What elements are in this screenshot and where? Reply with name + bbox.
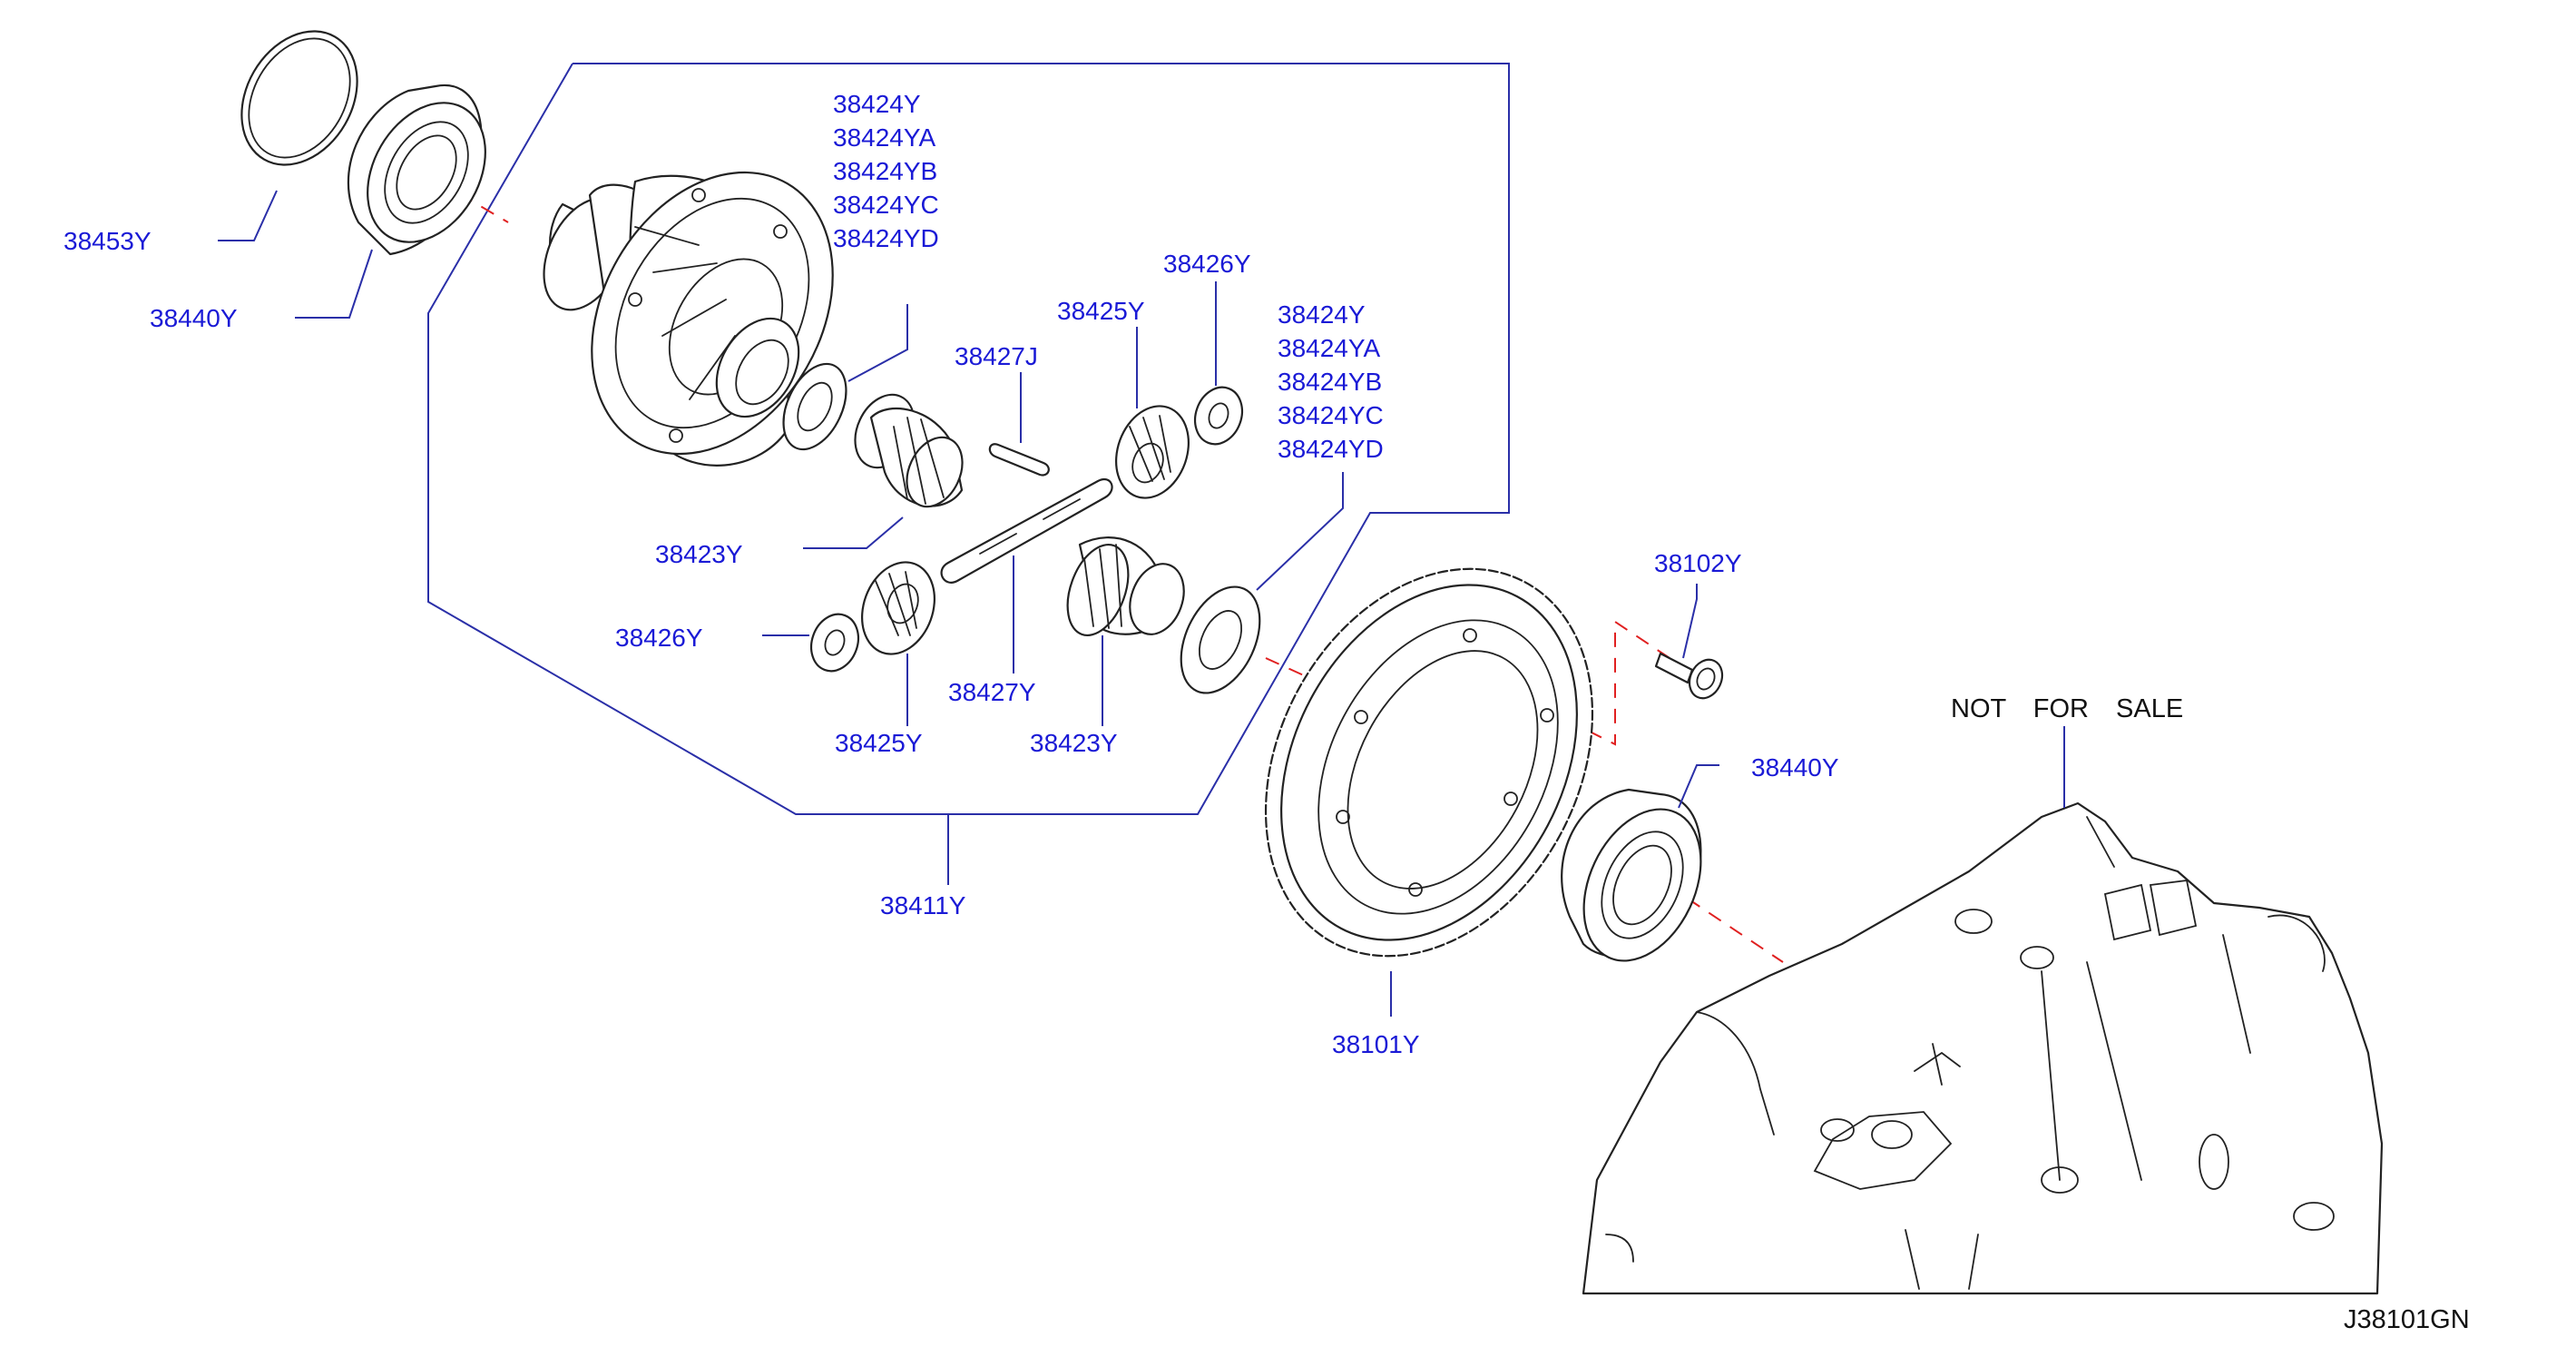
- leader-38453Y: [218, 190, 278, 241]
- label-38425Y-lower[interactable]: 38425Y: [835, 729, 923, 757]
- thrust-washer-38424Y-upper[interactable]: [771, 354, 859, 459]
- label-38427J[interactable]: 38427J: [955, 342, 1038, 370]
- label-38424YD-lower[interactable]: 38424YD: [1278, 435, 1384, 463]
- label-38427Y[interactable]: 38427Y: [948, 678, 1036, 706]
- thrust-washer-38426Y-upper[interactable]: [1188, 380, 1250, 450]
- label-38453Y[interactable]: 38453Y: [64, 227, 152, 255]
- label-38440Y-left[interactable]: 38440Y: [150, 304, 238, 332]
- leader-lines: [218, 190, 2065, 1017]
- leader-38440Y-left: [295, 249, 373, 319]
- thrust-washer-38424Y-lower[interactable]: [1165, 575, 1275, 706]
- thrust-washer-38426Y-lower[interactable]: [804, 607, 867, 677]
- diagram-code: J38101GN: [2344, 1305, 2470, 1334]
- label-38426Y-lower[interactable]: 38426Y: [615, 624, 703, 652]
- part-labels: 38453Y 38440Y 38424Y 38424YA 38424YB 384…: [64, 90, 2470, 1334]
- label-38424Y-upper[interactable]: 38424Y: [833, 90, 921, 118]
- group-outline-38411Y: [427, 63, 1510, 815]
- bolt-38102Y[interactable]: [1654, 652, 1729, 703]
- leader-38424Y-lower: [1256, 472, 1344, 591]
- label-38423Y-upper[interactable]: 38423Y: [655, 540, 743, 568]
- label-38425Y-upper[interactable]: 38425Y: [1057, 297, 1145, 325]
- label-38424YA-lower[interactable]: 38424YA: [1278, 334, 1380, 362]
- label-38424YC-upper[interactable]: 38424YC: [833, 191, 939, 219]
- label-38411Y[interactable]: 38411Y: [880, 891, 966, 919]
- label-38426Y-upper[interactable]: 38426Y: [1163, 250, 1251, 278]
- differential-case[interactable]: [527, 129, 881, 497]
- side-gear-38423Y-lower[interactable]: [1056, 536, 1193, 644]
- label-38424YB-upper[interactable]: 38424YB: [833, 157, 937, 185]
- not-for-sale-notice: NOT FOR SALE: [1951, 694, 2183, 723]
- label-38424YB-lower[interactable]: 38424YB: [1278, 368, 1382, 396]
- bearing-38440Y-right[interactable]: [1561, 788, 1724, 979]
- label-38424Y-lower[interactable]: 38424Y: [1278, 300, 1366, 329]
- axis-line-lower: [1687, 898, 1784, 963]
- transaxle-housing: [1582, 801, 2384, 1295]
- label-38424YD-upper[interactable]: 38424YD: [833, 224, 939, 252]
- label-38101Y[interactable]: 38101Y: [1332, 1030, 1420, 1058]
- label-38440Y-right[interactable]: 38440Y: [1751, 753, 1839, 782]
- label-38423Y-lower[interactable]: 38423Y: [1030, 729, 1118, 757]
- bearing-38440Y-left[interactable]: [344, 82, 509, 263]
- axis-line-bolt: [1560, 620, 1670, 746]
- label-38424YC-lower[interactable]: 38424YC: [1278, 401, 1384, 429]
- label-38424YA-upper[interactable]: 38424YA: [833, 123, 935, 152]
- leader-38440Y-right: [1678, 764, 1719, 809]
- pinion-gear-38425Y-lower[interactable]: [850, 552, 947, 664]
- leader-38102Y: [1682, 584, 1698, 659]
- label-38102Y[interactable]: 38102Y: [1654, 549, 1742, 577]
- leader-38423Y-upper: [803, 516, 904, 549]
- snap-ring-38453Y[interactable]: [219, 10, 380, 185]
- pin-38427J[interactable]: [988, 443, 1050, 477]
- leader-38424Y-upper: [847, 304, 908, 382]
- pinion-gear-38425Y-upper[interactable]: [1104, 396, 1201, 508]
- pinion-shaft-38427Y[interactable]: [940, 478, 1113, 584]
- side-gear-38423Y-upper[interactable]: [844, 385, 973, 516]
- ring-gear-38101Y[interactable]: [1201, 512, 1658, 1013]
